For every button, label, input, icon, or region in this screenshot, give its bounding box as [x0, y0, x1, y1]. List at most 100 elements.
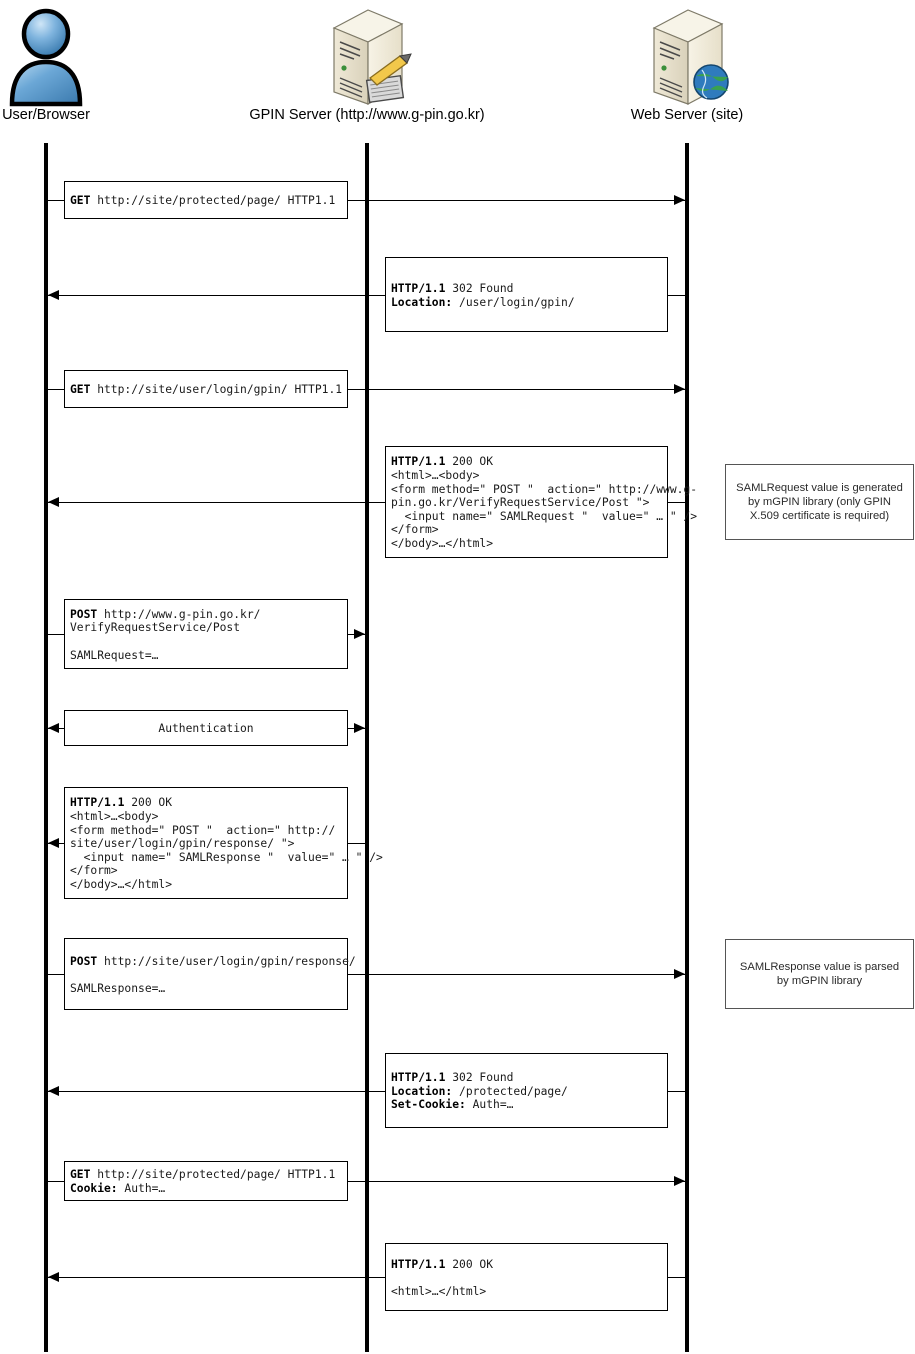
message-line-b-m1 [348, 200, 687, 201]
message-line-b-m4 [46, 502, 385, 503]
message-header-keyword: HTTP/1.1 [70, 796, 125, 810]
message-header-keyword: HTTP/1.1 [391, 455, 446, 469]
message-text-rest: </body>…</html> [391, 537, 494, 550]
message-line-text: HTTP/1.1 200 OK [391, 1258, 493, 1272]
message-line-text: <input name=" SAMLResponse " value=" … "… [70, 851, 383, 865]
message-text-rest: http://site/protected/page/ HTTP1.1 [90, 194, 336, 208]
message-text-rest: http://site/protected/page/ HTTP1.1 [90, 1168, 336, 1182]
message-text-rest: site/user/login/gpin/response/ "> [70, 837, 295, 851]
message-header-keyword: Cookie: [70, 1182, 118, 1195]
message-header-keyword: Location: [391, 1084, 453, 1098]
message-line-text: Location: /user/login/gpin/ [391, 296, 575, 310]
message-line-text: Set-Cookie: Auth=… [391, 1098, 513, 1112]
message-line-text: </body>…</html> [391, 537, 493, 551]
message-line-text: POST http://site/user/login/gpin/respons… [70, 955, 356, 969]
actor-label-web: Web Server (site) [630, 107, 744, 123]
message-text-rest: </form> [70, 864, 118, 878]
message-line-text: <html>…<body> [70, 810, 158, 824]
arrow-head-m10 [674, 1176, 685, 1186]
message-line-text: GET http://site/protected/page/ HTTP1.1 [70, 194, 335, 208]
message-box-m5: POST http://www.g-pin.go.kr/VerifyReques… [64, 599, 348, 669]
lifeline-user [44, 143, 48, 1352]
message-line-b-m9 [46, 1091, 385, 1092]
message-text-rest: <html>…<body> [70, 810, 159, 823]
arrow-head-m4 [48, 497, 59, 507]
message-line-text: site/user/login/gpin/response/ "> [70, 837, 294, 851]
message-header-keyword: GET [70, 1168, 91, 1182]
message-line-b-m3 [348, 389, 687, 390]
note-text: SAMLResponse value is parsed by mGPIN li… [739, 961, 900, 987]
actor-label-user: User/Browser [2, 107, 90, 123]
message-line-text: <form method=" POST " action=" http://ww… [391, 483, 697, 497]
actor-label-gpin: GPIN Server (http://www.g-pin.go.kr) [249, 107, 485, 123]
message-line-text: </form> [391, 523, 439, 537]
message-line-b-m8 [348, 974, 687, 975]
message-line-a-m11 [668, 1277, 687, 1278]
arrow-head-left-m6 [48, 723, 59, 733]
message-line-text: Cookie: Auth=… [70, 1182, 165, 1196]
message-text-rest: <html>…<body> [391, 469, 480, 482]
arrow-head-right-m6 [354, 723, 365, 733]
message-line-text: HTTP/1.1 302 Found [391, 282, 513, 296]
message-line-a-m9 [668, 1091, 687, 1092]
message-line-text: HTTP/1.1 200 OK [391, 455, 493, 469]
message-line-text: VerifyRequestService/Post [70, 621, 240, 635]
message-line-text: </body>…</html> [70, 878, 172, 892]
message-text-rest: http://www.g-pin.go.kr/ [97, 607, 261, 621]
user-actor-icon [9, 8, 83, 107]
message-text-rest: SAMLRequest=… [70, 648, 159, 662]
message-line-a-m1 [46, 200, 64, 201]
message-box-m8: POST http://site/user/login/gpin/respons… [64, 938, 356, 1010]
message-box-m6: Authentication [64, 710, 348, 746]
message-text-rest: http://site/user/login/gpin/ HTTP1.1 [90, 383, 343, 397]
message-line-text: HTTP/1.1 302 Found [391, 1071, 513, 1085]
arrow-head-m7 [48, 838, 59, 848]
message-line-a-m10 [46, 1181, 64, 1182]
message-line-b-m10 [348, 1181, 687, 1182]
message-line-text: <html>…</html> [391, 1285, 486, 1299]
message-text-rest: <html>…</html> [391, 1284, 487, 1298]
message-line-text: SAMLResponse=… [70, 982, 165, 996]
message-line-a-m5 [46, 634, 64, 635]
arrow-head-m2 [48, 290, 59, 300]
arrow-head-m8 [674, 969, 685, 979]
message-header-keyword: Set-Cookie: [391, 1098, 466, 1112]
lifeline-web [685, 143, 689, 1352]
message-header-keyword: GET [70, 383, 91, 397]
message-text-rest: 302 Found [445, 281, 514, 295]
arrow-head-m11 [48, 1272, 59, 1282]
message-text-rest: </body>…</html> [70, 878, 173, 891]
message-text-rest: 302 Found [445, 1071, 514, 1085]
message-box-m4: HTTP/1.1 200 OK<html>…<body><form method… [385, 446, 697, 558]
message-line-a-m7 [348, 843, 367, 844]
message-line-text: Authentication [65, 722, 347, 736]
message-header-keyword: GET [70, 194, 91, 208]
message-line-text: <form method=" POST " action=" http:// [70, 824, 335, 838]
message-text-rest: Auth=… [117, 1182, 166, 1195]
message-box-m11: HTTP/1.1 200 OK <html>…</html> [385, 1243, 668, 1311]
server-pen-icon [332, 9, 412, 105]
message-box-m1: GET http://site/protected/page/ HTTP1.1 [64, 181, 348, 219]
message-line-b-m11 [46, 1277, 385, 1278]
message-text-rest: <input name=" SAMLRequest " value=" … " … [391, 509, 698, 523]
message-text-rest: http://site/user/login/gpin/response/ [97, 954, 356, 968]
message-text-rest: 200 OK [445, 455, 494, 469]
message-line-text: POST http://www.g-pin.go.kr/ [70, 608, 260, 622]
message-text-rest: /protected/page/ [452, 1084, 568, 1098]
message-line-text: GET http://site/protected/page/ HTTP1.1 [70, 1168, 335, 1182]
message-text-rest: Authentication [158, 722, 254, 736]
message-header-keyword: Location: [391, 295, 453, 309]
server-globe-icon [652, 9, 729, 105]
message-text-rest: </form> [391, 523, 439, 537]
message-header-keyword: POST [70, 607, 98, 621]
arrow-head-m3 [674, 384, 685, 394]
message-line-a-m8 [46, 974, 64, 975]
message-header-keyword: HTTP/1.1 [391, 281, 446, 295]
message-box-m3: GET http://site/user/login/gpin/ HTTP1.1 [64, 370, 348, 408]
message-line-a-m2 [668, 295, 687, 296]
message-text-rest: <form method=" POST " action=" http:// [70, 823, 336, 837]
message-line-text: Location: /protected/page/ [391, 1085, 568, 1099]
